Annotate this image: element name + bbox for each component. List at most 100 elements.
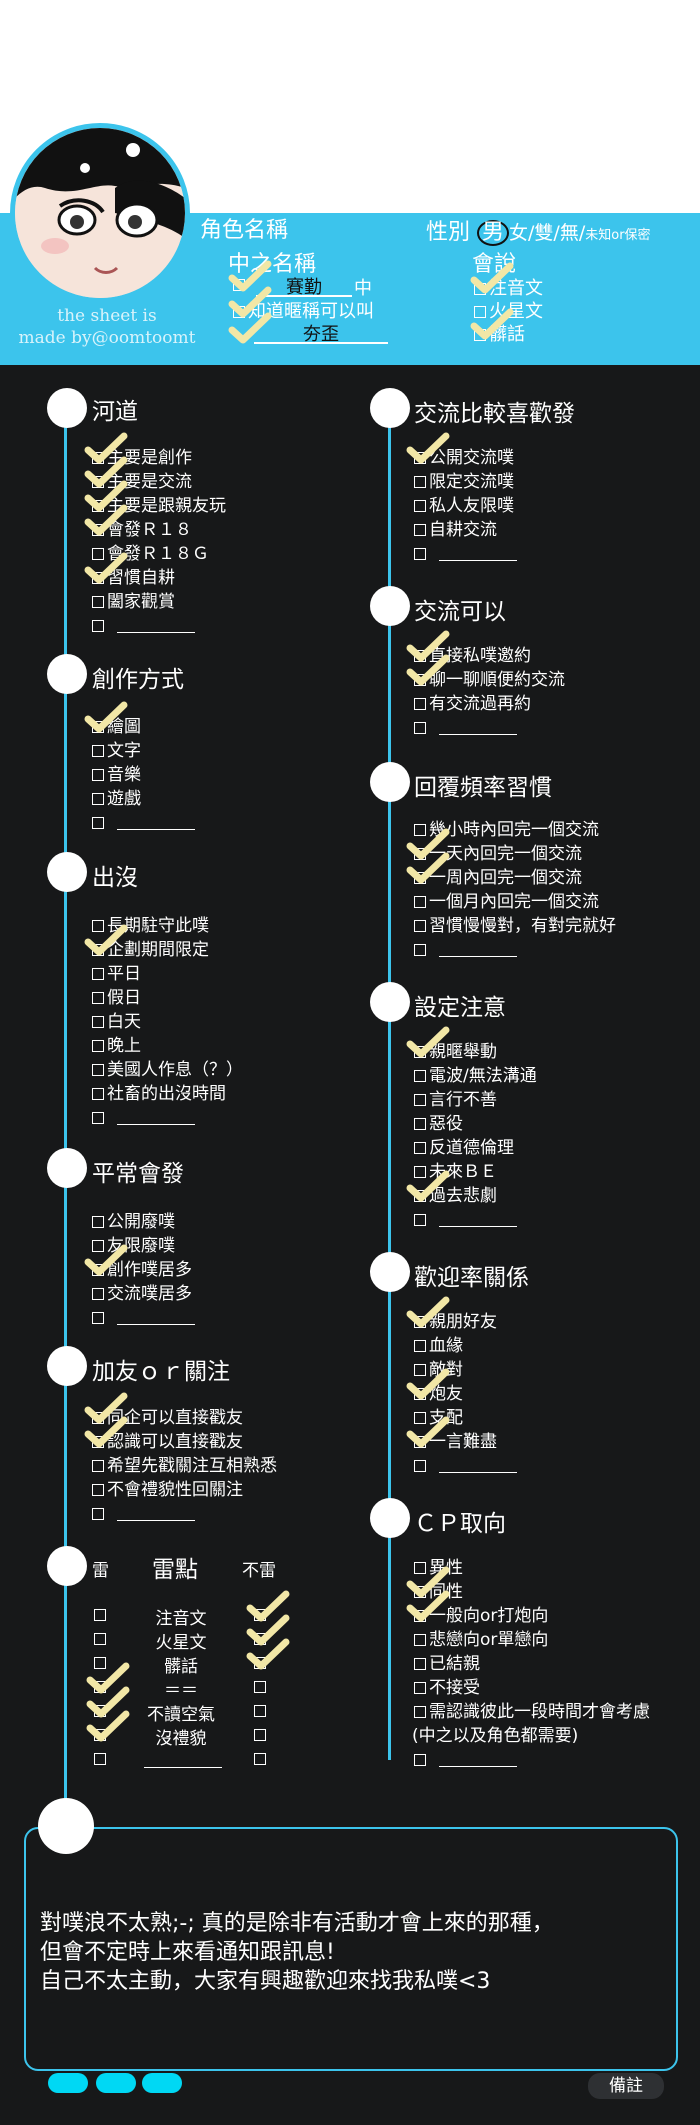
option-usual-0[interactable]: 公開廢噗 xyxy=(92,1210,175,1234)
option-cp-4[interactable]: 已結親 xyxy=(414,1652,480,1676)
option-talk_pref-2[interactable]: 私人友限噗 xyxy=(414,494,514,518)
option-talk_ok-2[interactable]: 有交流過再約 xyxy=(414,692,531,716)
option-appear-3[interactable]: 假日 xyxy=(92,986,141,1010)
option-reply-3[interactable]: 一個月內回完一個交流 xyxy=(414,890,599,914)
gender-unknown-option[interactable]: 未知or保密 xyxy=(585,228,651,243)
option-relation-1[interactable]: 血緣 xyxy=(414,1334,463,1358)
option-talk_pref-0[interactable]: 公開交流噗 xyxy=(414,446,514,470)
option-relation-3[interactable]: 炮友 xyxy=(414,1382,463,1406)
option-hedao-other[interactable] xyxy=(92,614,195,638)
remark-tab[interactable]: 備註 xyxy=(588,2073,664,2099)
landmine-right-box[interactable] xyxy=(254,1729,266,1741)
option-relation-0[interactable]: 親朋好友 xyxy=(414,1310,497,1334)
option-appear-other[interactable] xyxy=(92,1106,195,1130)
option-setting-6[interactable]: 過去悲劇 xyxy=(414,1184,497,1208)
option-setting-0[interactable]: 親暱舉動 xyxy=(414,1040,497,1064)
option-talk_pref-other[interactable] xyxy=(414,542,517,566)
option-friend-other[interactable] xyxy=(92,1502,195,1526)
ok-know-checkbox[interactable] xyxy=(233,306,245,318)
landmine-left-box[interactable] xyxy=(94,1705,106,1717)
option-talk_pref-1[interactable]: 限定交流噗 xyxy=(414,470,514,494)
option-create-other[interactable] xyxy=(92,811,195,835)
option-reply-1[interactable]: 一天內回完一個交流 xyxy=(414,842,582,866)
option-create-0[interactable]: 繪圖 xyxy=(92,715,141,739)
option-talk_ok-0[interactable]: 直接私噗邀約 xyxy=(414,644,531,668)
gender-other-options[interactable]: 女/雙/無/ xyxy=(509,222,586,244)
option-relation-other[interactable] xyxy=(414,1454,517,1478)
option-relation-5[interactable]: 一言難盡 xyxy=(414,1430,497,1454)
option-reply-other[interactable] xyxy=(414,938,517,962)
option-friend-1[interactable]: 認識可以直接戳友 xyxy=(92,1430,243,1454)
option-hedao-5[interactable]: 習慣自耕 xyxy=(92,566,175,590)
landmine-item-2: 髒話 xyxy=(164,1657,198,1677)
checkbox xyxy=(92,721,104,733)
option-usual-1[interactable]: 友限廢噗 xyxy=(92,1234,175,1258)
landmine-left-box[interactable] xyxy=(94,1753,106,1765)
option-hedao-1[interactable]: 主要是交流 xyxy=(92,470,192,494)
landmine-left-box[interactable] xyxy=(94,1729,106,1741)
option-talk_pref-3[interactable]: 自耕交流 xyxy=(414,518,497,542)
option-appear-7[interactable]: 社畜的出沒時間 xyxy=(92,1082,226,1106)
option-friend-0[interactable]: 同企可以直接戳友 xyxy=(92,1406,243,1430)
landmine-left-box[interactable] xyxy=(94,1681,106,1693)
option-relation-2[interactable]: 敵對 xyxy=(414,1358,463,1382)
option-cp-other[interactable] xyxy=(414,1748,517,1772)
option-label: 公開廢噗 xyxy=(107,1212,175,1232)
option-hedao-6[interactable]: 闔家觀賞 xyxy=(92,590,175,614)
option-create-3[interactable]: 遊戲 xyxy=(92,787,141,811)
gender-male-option[interactable]: 男 xyxy=(477,220,510,246)
landmine-right-box[interactable] xyxy=(254,1681,266,1693)
speak-opt-martian-label: 火星文 xyxy=(489,301,543,322)
landmine-right-box[interactable] xyxy=(254,1705,266,1717)
nickname-checkbox[interactable] xyxy=(233,279,245,291)
option-hedao-2[interactable]: 主要是跟親友玩 xyxy=(92,494,226,518)
option-appear-1[interactable]: 企劃期間限定 xyxy=(92,938,209,962)
option-cp-3[interactable]: 悲戀向or單戀向 xyxy=(414,1628,548,1652)
checkbox xyxy=(414,1658,426,1670)
checkbox xyxy=(92,1264,104,1276)
landmine-right-box[interactable] xyxy=(254,1657,266,1669)
landmine-right-box[interactable] xyxy=(254,1633,266,1645)
option-create-2[interactable]: 音樂 xyxy=(92,763,141,787)
option-create-1[interactable]: 文字 xyxy=(92,739,141,763)
option-setting-other[interactable] xyxy=(414,1208,517,1232)
landmine-left-box[interactable] xyxy=(94,1609,106,1621)
option-setting-2[interactable]: 言行不善 xyxy=(414,1088,497,1112)
option-usual-other[interactable] xyxy=(92,1306,195,1330)
option-appear-0[interactable]: 長期駐守此噗 xyxy=(92,914,209,938)
option-setting-3[interactable]: 惡役 xyxy=(414,1112,463,1136)
speak-opt-swear[interactable]: 髒話 xyxy=(474,320,525,346)
option-hedao-3[interactable]: 會發Ｒ１８ xyxy=(92,518,192,542)
option-setting-4[interactable]: 反道德倫理 xyxy=(414,1136,514,1160)
landmine-left-box[interactable] xyxy=(94,1633,106,1645)
option-hedao-0[interactable]: 主要是創作 xyxy=(92,446,192,470)
option-hedao-4[interactable]: 會發Ｒ１８Ｇ xyxy=(92,542,209,566)
option-friend-2[interactable]: 希望先戳關注互相熟悉 xyxy=(92,1454,277,1478)
option-cp-1[interactable]: 同性 xyxy=(414,1580,463,1604)
option-talk_ok-1[interactable]: 聊一聊順便約交流 xyxy=(414,668,565,692)
option-appear-6[interactable]: 美國人作息（？） xyxy=(92,1058,243,1082)
option-reply-4[interactable]: 習慣慢慢對，有對完就好 xyxy=(414,914,616,938)
option-usual-2[interactable]: 創作噗居多 xyxy=(92,1258,192,1282)
option-reply-2[interactable]: 一周內回完一個交流 xyxy=(414,866,582,890)
option-label: 主要是跟親友玩 xyxy=(107,496,226,516)
landmine-right-box[interactable] xyxy=(254,1753,266,1765)
option-appear-2[interactable]: 平日 xyxy=(92,962,141,986)
right-timeline xyxy=(388,410,391,1760)
option-setting-5[interactable]: 未來ＢＥ xyxy=(414,1160,497,1184)
option-friend-3[interactable]: 不會禮貌性回關注 xyxy=(92,1478,243,1502)
option-appear-4[interactable]: 白天 xyxy=(92,1010,141,1034)
option-reply-0[interactable]: 幾小時內回完一個交流 xyxy=(414,818,599,842)
option-appear-5[interactable]: 晚上 xyxy=(92,1034,141,1058)
option-setting-1[interactable]: 電波/無法溝通 xyxy=(414,1064,537,1088)
option-cp-5[interactable]: 不接受 xyxy=(414,1676,480,1700)
option-talk_ok-other[interactable] xyxy=(414,716,517,740)
option-cp-0[interactable]: 異性 xyxy=(414,1556,463,1580)
option-label: 習慣慢慢對，有對完就好 xyxy=(429,916,616,936)
option-cp-2[interactable]: 一般向or打炮向 xyxy=(414,1604,548,1628)
option-cp-6[interactable]: 需認識彼此一段時間才會考慮 xyxy=(414,1700,650,1724)
option-usual-3[interactable]: 交流噗居多 xyxy=(92,1282,192,1306)
option-relation-4[interactable]: 支配 xyxy=(414,1406,463,1430)
landmine-left-box[interactable] xyxy=(94,1657,106,1669)
landmine-right-box[interactable] xyxy=(254,1609,266,1621)
